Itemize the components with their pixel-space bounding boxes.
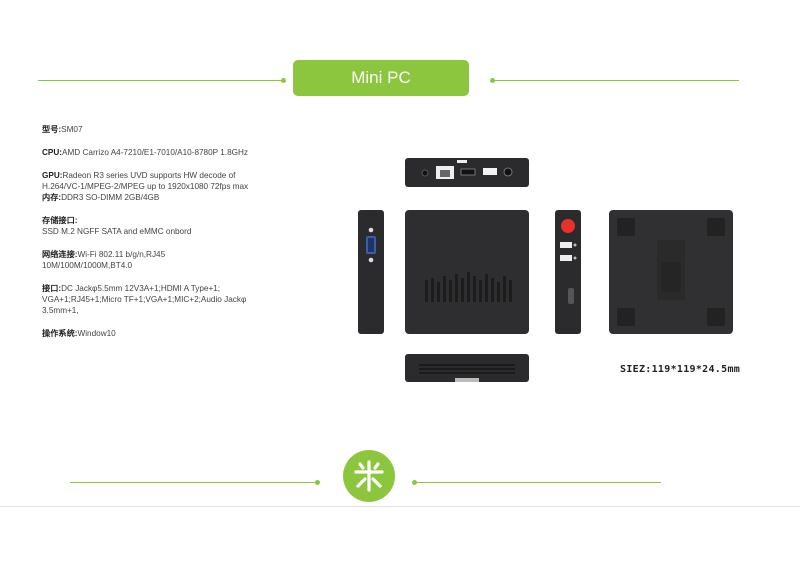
device-back-view — [405, 158, 529, 187]
spec-network-line1: Wi-Fi 802.11 b/g/n,RJ45 — [77, 250, 166, 259]
spec-ports-line1: DC Jackφ5.5mm 12V3A+1;HDMI A Type+1; — [61, 284, 221, 293]
page-title: Mini PC — [293, 60, 469, 96]
footer-rule-left-dot — [315, 480, 320, 485]
spec-os-value: Window10 — [77, 329, 116, 338]
spec-ports: 接口:DC Jackφ5.5mm 12V3A+1;HDMI A Type+1; V… — [42, 283, 302, 316]
vent-grille-icon — [425, 272, 512, 302]
page-divider — [0, 506, 800, 507]
spec-storage-value: SSD M.2 NGFF SATA and eMMC onbord — [42, 227, 192, 236]
spec-model-value: SM07 — [61, 125, 83, 134]
rubber-feet-icon — [617, 218, 725, 326]
title-rule-right-dot — [490, 78, 495, 83]
spec-network-line2: 10M/100M/1000M,BT4.0 — [42, 261, 133, 270]
spec-storage-label: 存储接口: — [42, 216, 78, 225]
spec-list: 型号:SM07 CPU:AMD Carrizo A4-7210/E1-7010/… — [42, 124, 302, 351]
device-right-side-view — [555, 210, 581, 334]
spec-network: 网络连接:Wi-Fi 802.11 b/g/n,RJ45 10M/100M/100… — [42, 249, 302, 271]
device-bottom-view — [609, 210, 733, 334]
asterisk-logo-icon — [343, 450, 395, 502]
spec-model: 型号:SM07 — [42, 124, 302, 135]
footer-rule-right — [416, 482, 661, 483]
title-rule-left — [38, 80, 283, 81]
spec-gpu-label: GPU: — [42, 171, 63, 180]
spec-ports-line3: 3.5mm+1, — [42, 306, 79, 315]
device-top-view — [405, 210, 529, 334]
spec-gpu-line2: H.264/VC-1/MPEG-2/MPEG up to 1920x1080 7… — [42, 182, 249, 191]
front-vent-icon — [419, 364, 515, 382]
spec-memory-label: 内存: — [42, 193, 62, 202]
front-ports-icon — [560, 219, 577, 304]
device-left-side-view — [358, 210, 384, 334]
device-front-view — [405, 354, 529, 382]
spec-cpu-value: AMD Carrizo A4-7210/E1-7010/A10-8780P 1.… — [62, 148, 249, 157]
footer-rule-left — [70, 482, 316, 483]
spec-model-label: 型号: — [42, 125, 62, 134]
title-rule-right — [494, 80, 739, 81]
back-ports-icon — [421, 160, 513, 179]
spec-ports-label: 接口: — [42, 284, 62, 293]
footer-rule-right-dot — [412, 480, 417, 485]
dimensions-label: SIEZ:119*119*24.5mm — [620, 364, 741, 375]
spec-memory-value: DDR3 SO-DIMM 2GB/4GB — [61, 193, 160, 202]
title-rule-left-dot — [281, 78, 286, 83]
spec-network-label: 网络连接: — [42, 250, 78, 259]
vga-port-icon — [366, 227, 376, 263]
spec-memory: 内存:DDR3 SO-DIMM 2GB/4GB — [42, 192, 302, 203]
spec-os-label: 操作系统: — [42, 329, 78, 338]
spec-ports-line2: VGA+1;RJ45+1;Micro TF+1;VGA+1;MIC+2;Audi… — [42, 295, 247, 304]
logo-glyph-icon — [354, 460, 384, 492]
spec-cpu: CPU:AMD Carrizo A4-7210/E1-7010/A10-8780… — [42, 147, 302, 158]
spec-cpu-label: CPU: — [42, 148, 63, 157]
spec-gpu-line1: Radeon R3 series UVD supports HW decode … — [62, 171, 236, 180]
spec-storage: 存储接口: SSD M.2 NGFF SATA and eMMC onbord — [42, 215, 302, 237]
page-title-text: Mini PC — [351, 68, 411, 87]
spec-os: 操作系统:Window10 — [42, 328, 302, 339]
spec-gpu: GPU:Radeon R3 series UVD supports HW dec… — [42, 170, 302, 192]
